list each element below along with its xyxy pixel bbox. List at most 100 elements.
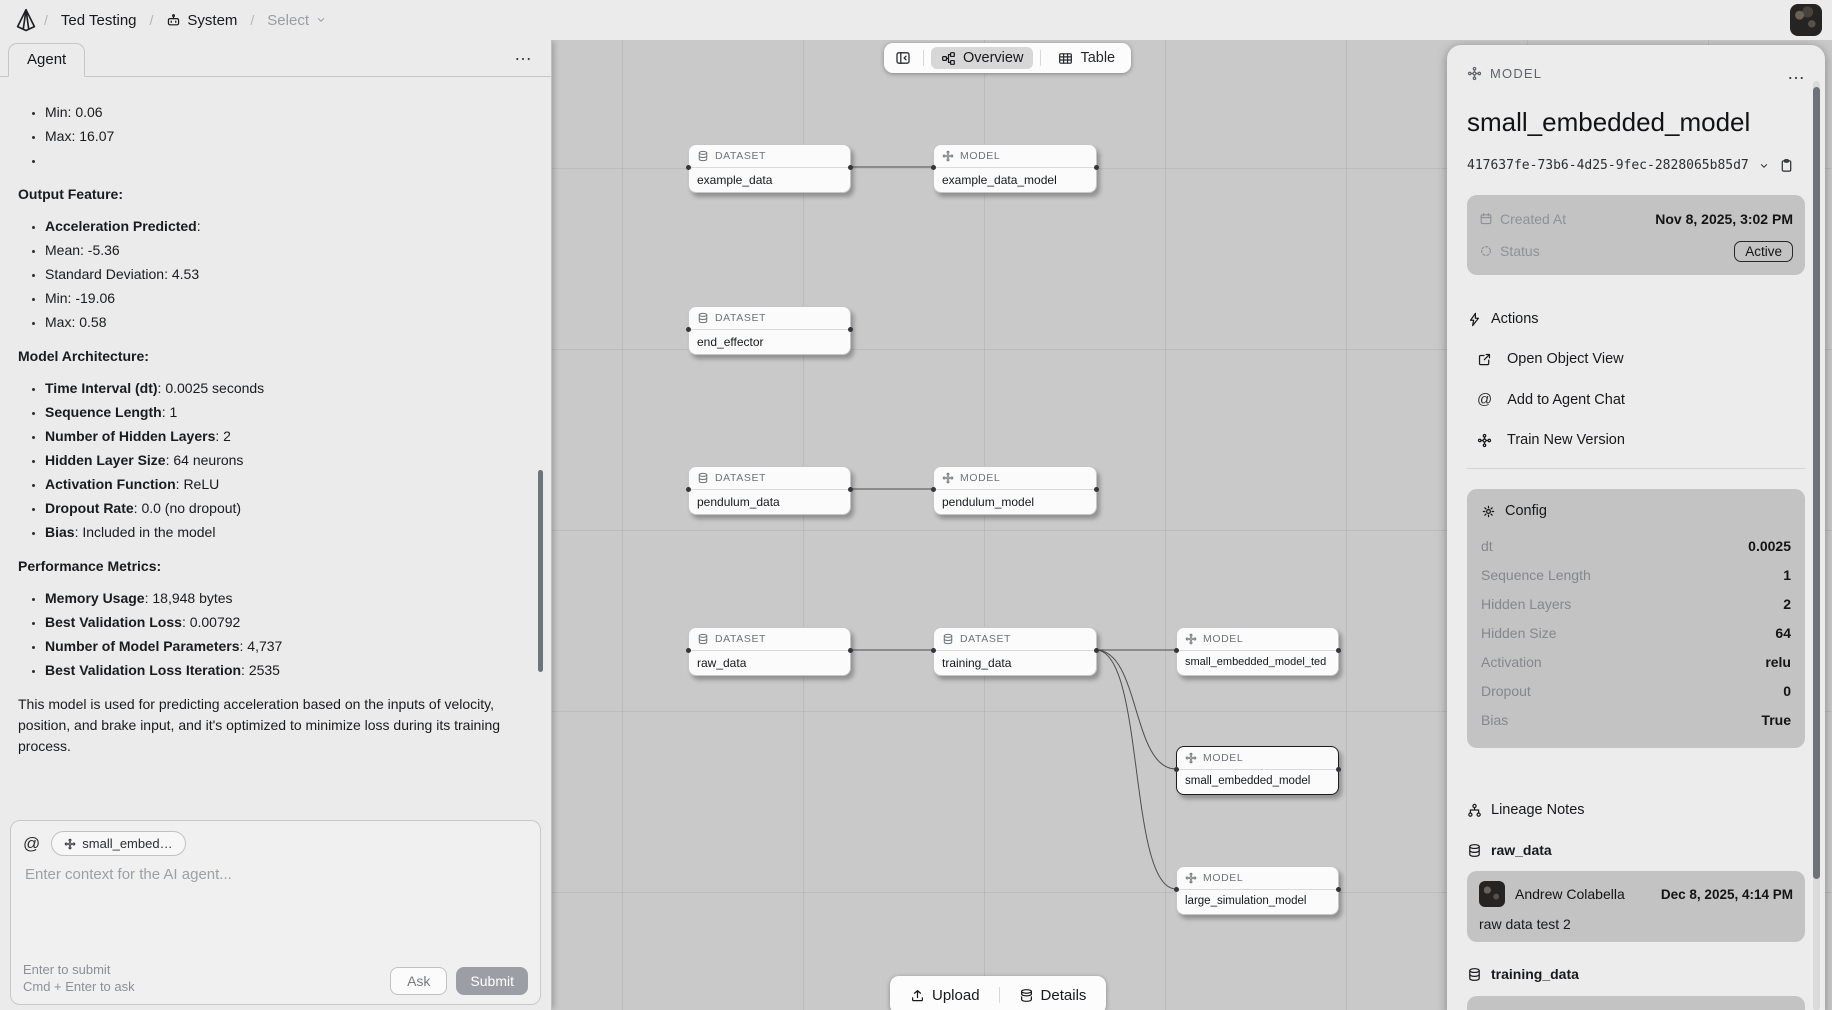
model-icon	[1467, 66, 1482, 81]
toolbar-divider	[1040, 50, 1042, 66]
upload-button[interactable]: Upload	[898, 983, 992, 1008]
action-open-object-view[interactable]: Open Object View	[1477, 351, 1805, 367]
status-row: Status Active	[1479, 235, 1793, 267]
agent-panel: Agent … Min: 0.06 Max: 16.07 Output Feat…	[0, 40, 552, 1010]
config-header: Config	[1481, 503, 1791, 519]
action-train-new-version[interactable]: Train New Version	[1477, 432, 1805, 448]
created-at-row: Created At Nov 8, 2025, 3:02 PM	[1479, 203, 1793, 235]
agent-tab-row: Agent …	[0, 40, 551, 77]
lineage-note[interactable]: Andrew Colabella Dec 8, 2025, 4:14 PM ra…	[1467, 871, 1805, 942]
lineage-notes-section: Lineage Notes raw_data Andrew Colabella …	[1467, 802, 1805, 1010]
meta-card: Created At Nov 8, 2025, 3:02 PM Status A…	[1467, 195, 1805, 275]
canvas-node-dataset[interactable]: DATASET pendulum_data	[686, 466, 853, 515]
chevron-down-icon[interactable]	[1758, 160, 1770, 172]
status-circle-icon	[1479, 244, 1493, 258]
collapse-panel-button[interactable]	[890, 46, 916, 70]
breadcrumb-workspace[interactable]: Ted Testing	[60, 11, 137, 29]
canvas-node-model[interactable]: MODEL large_simulation_model	[1174, 866, 1341, 915]
gear-icon	[1481, 504, 1496, 519]
database-icon	[697, 633, 709, 645]
object-id-row: 417637fe-73b6-4d25-9fec-2828065b85d7	[1467, 158, 1805, 173]
canvas-node-dataset[interactable]: DATASET raw_data	[686, 627, 853, 676]
mention-icon[interactable]: @	[23, 833, 41, 853]
canvas-node-model[interactable]: MODEL example_data_model	[931, 144, 1099, 193]
composer-context-row: @ small_embed…	[23, 831, 528, 856]
agent-context-input[interactable]	[23, 864, 528, 948]
context-chip-small-embedded-model[interactable]: small_embed…	[51, 831, 186, 856]
panel-collapse-icon	[895, 50, 911, 66]
calendar-icon	[1479, 212, 1493, 226]
object-id: 417637fe-73b6-4d25-9fec-2828065b85d7	[1467, 158, 1749, 173]
section-heading: Performance Metrics:	[18, 558, 162, 574]
breadcrumb-select-dropdown[interactable]: Select	[267, 12, 327, 29]
lineage-group-training-data[interactable]: training_data	[1467, 966, 1805, 982]
model-icon	[942, 472, 954, 484]
detail-panel-menu-button[interactable]: …	[1787, 63, 1805, 83]
chevron-down-icon	[315, 14, 327, 26]
output-feature-list: Acceleration Predicted: Mean: -5.36 Stan…	[18, 217, 531, 332]
model-icon	[64, 838, 76, 850]
breadcrumb-system[interactable]: System	[166, 12, 237, 29]
agent-message-content: Min: 0.06 Max: 16.07 Output Feature: Acc…	[0, 77, 551, 818]
tab-agent[interactable]: Agent	[8, 43, 86, 77]
canvas-node-dataset[interactable]: DATASET training_data	[931, 627, 1099, 676]
performance-list: Memory Usage: 18,948 bytes Best Validati…	[18, 589, 531, 680]
upload-icon	[910, 988, 925, 1003]
database-icon	[697, 312, 709, 324]
canvas-node-dataset[interactable]: DATASET end_effector	[686, 306, 853, 355]
agent-panel-scrollbar[interactable]	[538, 470, 543, 672]
app-logo-icon[interactable]	[14, 8, 38, 32]
ask-button[interactable]: Ask	[390, 967, 448, 995]
details-button[interactable]: Details	[1007, 983, 1099, 1008]
model-icon	[1185, 633, 1197, 645]
breadcrumb-separator: /	[44, 12, 48, 28]
copy-icon[interactable]	[1779, 158, 1794, 173]
note-author-name: Andrew Colabella	[1515, 886, 1625, 902]
submit-button[interactable]: Submit	[456, 967, 528, 995]
agent-composer: @ small_embed… Enter to submit Cmd + Ent…	[10, 820, 541, 1005]
action-add-to-agent-chat[interactable]: @ Add to Agent Chat	[1477, 391, 1625, 408]
model-detail-panel: MODEL … small_embedded_model 417637fe-73…	[1447, 45, 1825, 1010]
created-at-value: Nov 8, 2025, 3:02 PM	[1655, 211, 1793, 227]
breadcrumb: / Ted Testing / System / Select	[44, 12, 327, 29]
section-divider	[1467, 468, 1805, 469]
tab-overview[interactable]: Overview	[931, 47, 1034, 69]
section-heading: Model Architecture:	[18, 348, 149, 364]
agent-panel-menu-button[interactable]: …	[514, 44, 533, 64]
workflow-icon	[941, 51, 956, 66]
note-author-avatar	[1479, 881, 1505, 907]
summary-paragraph: This model is used for predicting accele…	[18, 696, 501, 754]
database-icon	[1467, 967, 1482, 982]
external-link-icon	[1477, 352, 1492, 367]
database-icon	[1467, 843, 1482, 858]
status-badge[interactable]: Active	[1734, 240, 1793, 262]
lightning-icon	[1467, 312, 1482, 327]
database-icon	[697, 472, 709, 484]
note-timestamp: Dec 8, 2025, 4:14 PM	[1660, 886, 1793, 902]
toolbar-divider	[923, 50, 924, 66]
toolbar-divider	[998, 987, 1000, 1003]
canvas-node-model[interactable]: MODEL pendulum_model	[931, 466, 1099, 515]
model-icon	[1477, 433, 1492, 448]
user-avatar[interactable]	[1790, 4, 1822, 36]
lineage-note-partial[interactable]	[1467, 996, 1805, 1010]
breadcrumb-separator: /	[149, 12, 154, 28]
lineage-group-raw-data[interactable]: raw_data	[1467, 842, 1805, 858]
canvas-node-model[interactable]: MODEL small_embedded_model_ted	[1174, 627, 1341, 676]
canvas-node-model-selected[interactable]: MODEL small_embedded_model	[1174, 746, 1341, 795]
tab-table[interactable]: Table	[1048, 47, 1125, 69]
robot-icon	[166, 13, 181, 28]
top-navigation-bar: / Ted Testing / System / Select	[0, 0, 1832, 40]
canvas-node-dataset[interactable]: DATASET example_data	[686, 144, 853, 193]
table-icon	[1058, 51, 1073, 66]
lineage-notes-header: Lineage Notes	[1467, 802, 1805, 818]
detail-panel-scrollbar[interactable]	[1813, 87, 1820, 879]
hierarchy-icon	[1467, 803, 1482, 818]
